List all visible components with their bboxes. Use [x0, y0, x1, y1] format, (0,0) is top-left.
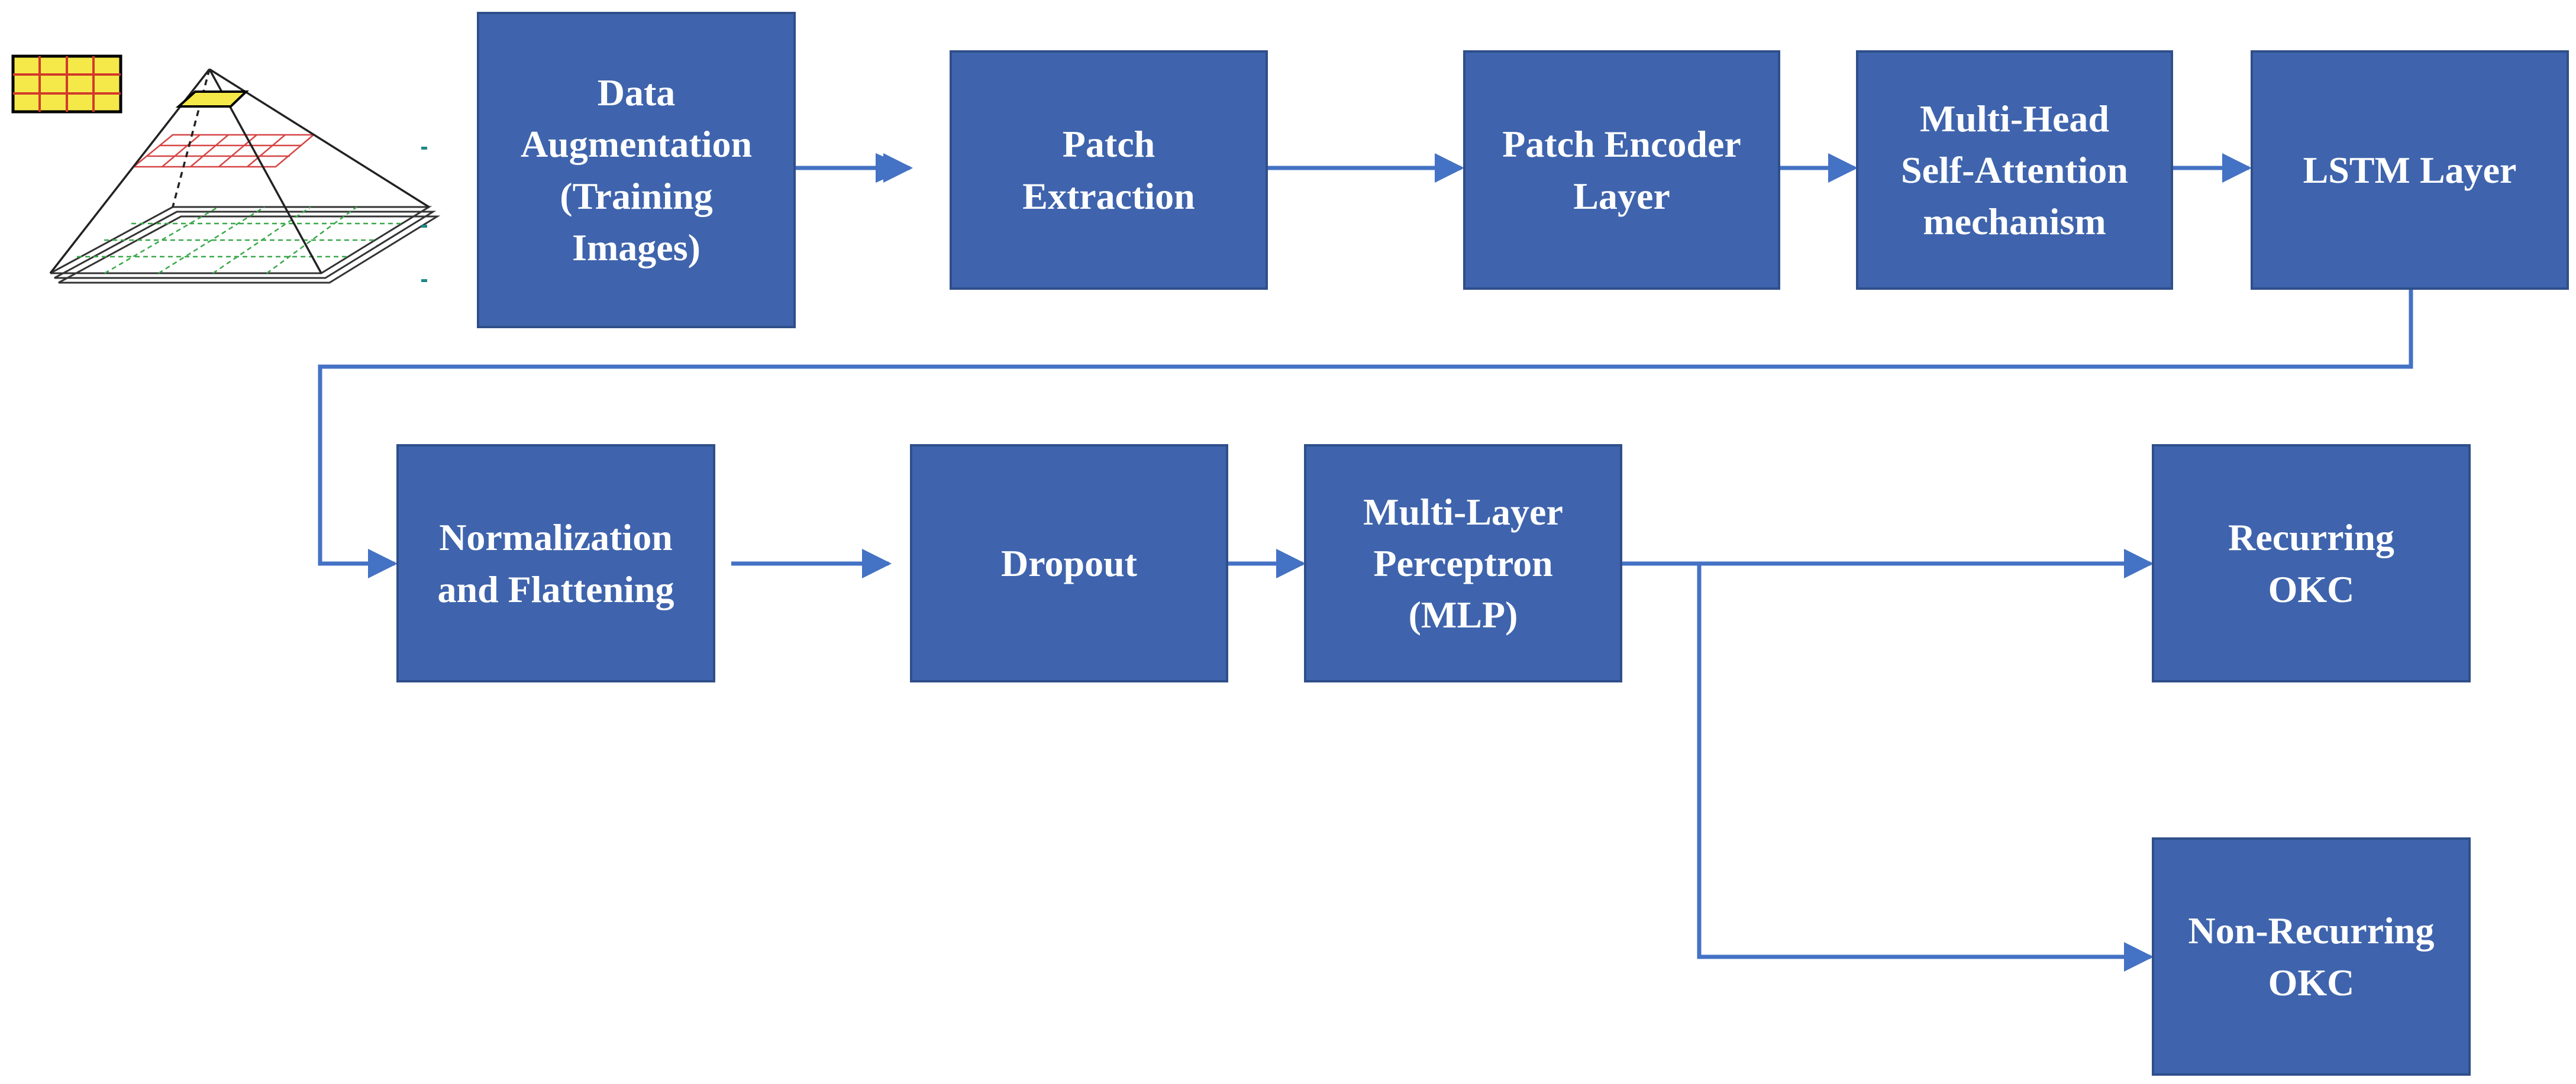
node-patch-extraction-label: Patch Extraction: [1022, 123, 1195, 217]
node-multi-head-attention-label: Multi-Head Self-Attention mechanism: [1901, 97, 2128, 243]
image-pyramid-icon: [11, 54, 441, 284]
node-patch-extraction: Patch Extraction: [950, 50, 1268, 290]
edge-augmentation-to-extraction-head: [876, 153, 910, 183]
pyramid-apex-patch: [175, 90, 249, 108]
node-non-recurring-okc: Non-Recurring OKC: [2152, 837, 2471, 1076]
pyramid-mid-grid: [131, 134, 316, 168]
edge-mlp-to-non-recurring: [1697, 564, 2154, 972]
node-patch-encoder-label: Patch Encoder Layer: [1502, 123, 1741, 217]
node-mlp-label: Multi-Layer Perceptron (MLP): [1363, 490, 1563, 636]
node-lstm-layer-label: LSTM Layer: [2303, 148, 2517, 191]
node-normalization: Normalization and Flattening: [396, 444, 715, 682]
edge-lstm-to-normalization: [318, 290, 2413, 578]
node-mlp: Multi-Layer Perceptron (MLP): [1304, 444, 1622, 682]
node-data-augmentation-label: Data Augmentation (Training Images): [520, 72, 753, 268]
node-patch-encoder: Patch Encoder Layer: [1463, 50, 1780, 290]
node-multi-head-attention: Multi-Head Self-Attention mechanism: [1856, 50, 2173, 290]
node-recurring-okc: Recurring OKC: [2152, 444, 2471, 682]
pyramid-base-grid: [77, 206, 403, 274]
node-dropout-label: Dropout: [1001, 542, 1137, 584]
node-non-recurring-okc-label: Non-Recurring OKC: [2188, 910, 2435, 1004]
node-dropout: Dropout: [910, 444, 1228, 682]
node-normalization-label: Normalization and Flattening: [437, 516, 674, 610]
node-lstm-layer: LSTM Layer: [2251, 50, 2569, 290]
node-recurring-okc-label: Recurring OKC: [2228, 516, 2394, 610]
image-grid-icon: [11, 54, 122, 114]
teal-marks: [421, 147, 427, 282]
node-data-augmentation: Data Augmentation (Training Images): [477, 12, 796, 328]
